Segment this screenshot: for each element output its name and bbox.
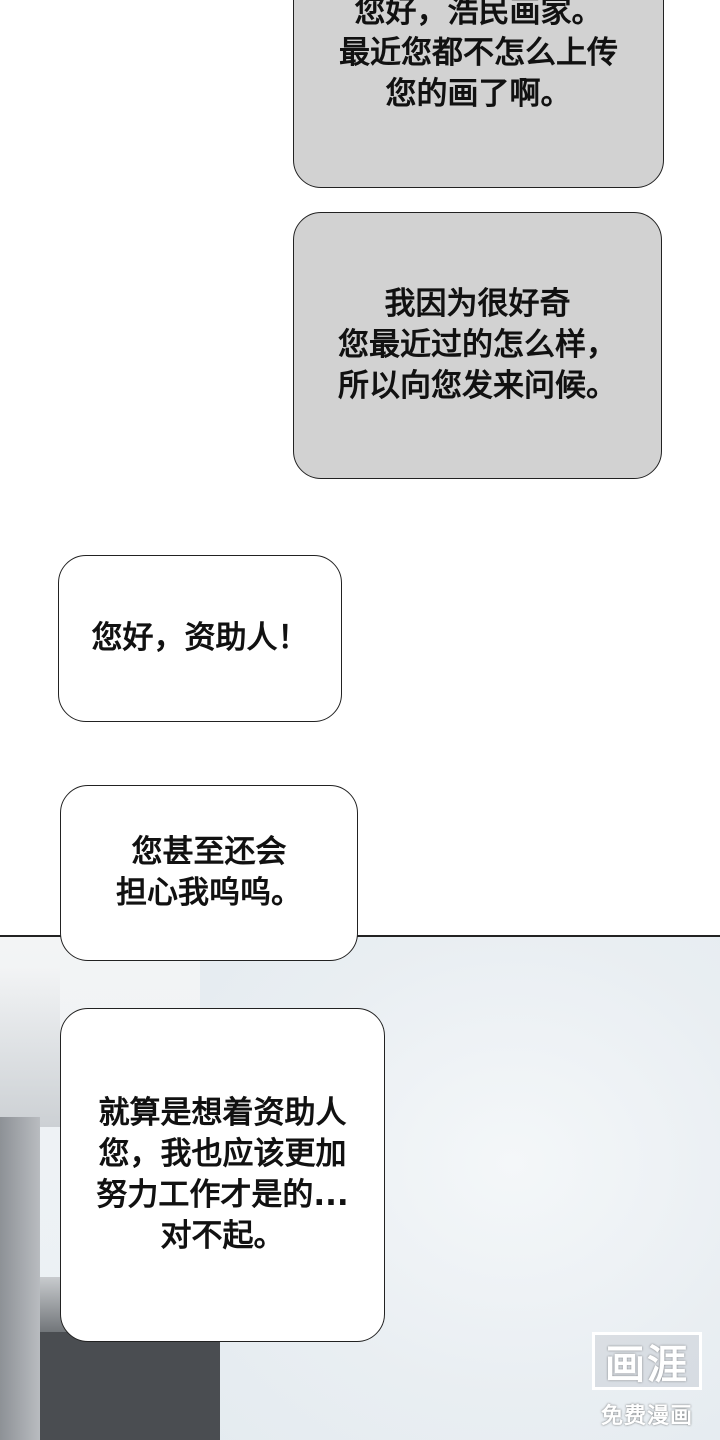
speech-bubble-3-text: 您好，资助人！ <box>91 620 309 656</box>
speech-bubble-1-text: 您好，浩民画家。 最近您都不怎么上传 您的画了啊。 <box>339 0 618 112</box>
panel-divider <box>0 935 720 937</box>
speech-bubble-5-text: 就算是想着资助人 您，我也应该更加 努力工作才是的... 对不起。 <box>96 1095 349 1254</box>
speech-bubble-4: 您甚至还会 担心我呜呜。 <box>60 785 358 961</box>
watermark-logo: 画涯 <box>592 1332 702 1390</box>
speech-bubble-4-text: 您甚至还会 担心我呜呜。 <box>116 834 302 911</box>
speech-bubble-5: 就算是想着资助人 您，我也应该更加 努力工作才是的... 对不起。 <box>60 1008 385 1342</box>
speech-bubble-3: 您好，资助人！ <box>58 555 342 722</box>
speech-bubble-2: 我因为很好奇 您最近过的怎么样， 所以向您发来问候。 <box>293 212 662 479</box>
speech-bubble-2-text: 我因为很好奇 您最近过的怎么样， 所以向您发来问候。 <box>338 286 617 404</box>
watermark-subtitle: 免费漫画 <box>600 1404 693 1429</box>
speech-bubble-1: 您好，浩民画家。 最近您都不怎么上传 您的画了啊。 <box>293 0 664 188</box>
background-wall <box>0 1117 40 1440</box>
watermark: 画涯 免费漫画 <box>588 1332 706 1432</box>
background-streak <box>0 967 60 1127</box>
background-dark-object <box>40 1332 220 1440</box>
